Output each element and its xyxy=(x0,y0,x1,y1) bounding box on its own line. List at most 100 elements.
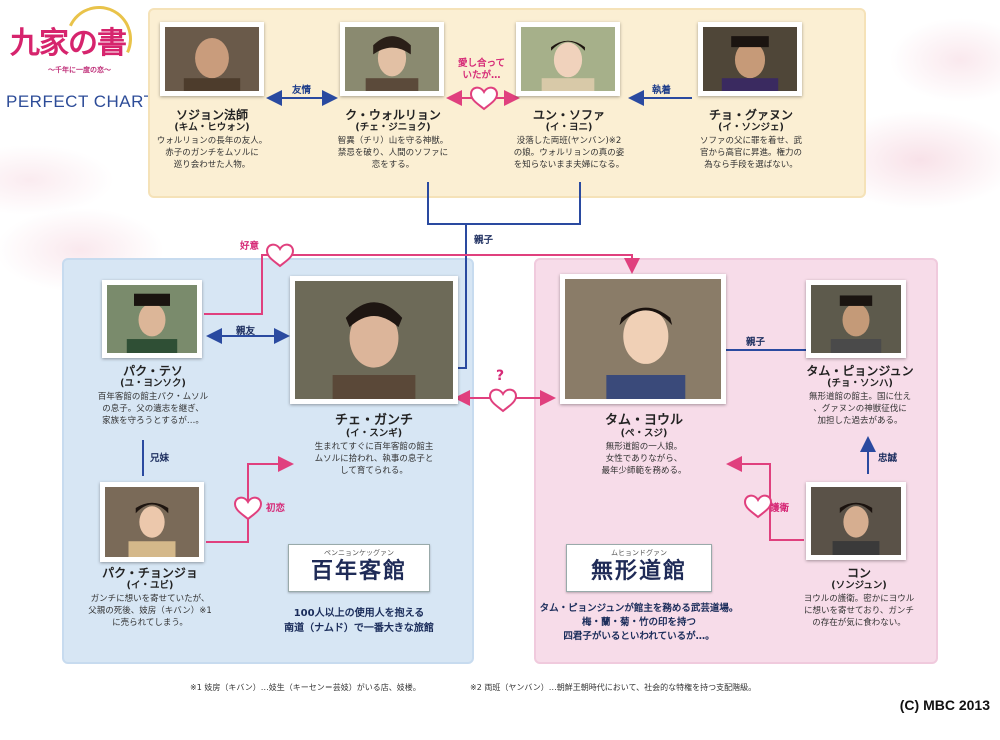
desc-line: 南道（ナムド）で一番大きな旅館 xyxy=(284,623,434,634)
relation-love-line2: いたが… xyxy=(462,70,501,81)
desc-line: 生まれてすぐに百年客館の館主 xyxy=(314,442,434,452)
photo-taeseo xyxy=(102,280,202,358)
photo-yeoul xyxy=(560,274,726,404)
desc-line: ムソルに拾われ、執事の息子と xyxy=(314,454,434,464)
person-desc: 生まれてすぐに百年客館の館主 ムソルに拾われ、執事の息子と して育てられる。 xyxy=(282,441,466,477)
photo-gwanung xyxy=(698,22,802,96)
person-name: タム・ヨウル xyxy=(604,413,683,428)
person-name: ク・ウォルリョン xyxy=(345,108,441,122)
logo-title: 九家の書 xyxy=(10,26,127,61)
desc-line: 百年客館の館主パク・ムソル xyxy=(97,392,209,402)
person-actor: (ペ・スジ) xyxy=(620,428,668,439)
person-desc: 智異（チリ）山を守る神獣。 禁忌を破り、人間のソファに 恋をする。 xyxy=(326,135,460,171)
desc-line: に売られてしまう。 xyxy=(112,618,188,628)
person-actor: (イ・ユビ) xyxy=(126,580,174,591)
relation-fondness: 好意 xyxy=(240,241,260,252)
sign-dojo: ムヒョンドグァン 無形道館 xyxy=(566,544,712,592)
relation-loyalty: 忠誠 xyxy=(878,453,898,464)
photo-wolryeong xyxy=(340,22,444,96)
person-actor: (イ・スンギ) xyxy=(345,428,403,439)
person-cheongjo: パク・チョンジョ (イ・ユビ) ガンチに想いを寄せていたが、 父親の死後、妓房（… xyxy=(70,566,230,629)
desc-line: 家族を守ろうとするが…。 xyxy=(102,416,204,426)
person-name: チョ・グァヌン xyxy=(708,108,793,122)
person-gangchi: チェ・ガンチ (イ・スンギ) 生まれてすぐに百年客館の館主 ムソルに拾われ、執事… xyxy=(282,414,466,477)
person-name: チェ・ガンチ xyxy=(334,413,413,428)
heart-icon-first-love xyxy=(233,496,263,521)
relation-parent-child-right: 親子 xyxy=(746,337,766,348)
person-desc: ソファの父に罪を着せ、武 官から高官に昇進。権力の 為なら手段を選ばない。 xyxy=(684,135,818,171)
person-name: タム・ピョンジュン xyxy=(806,364,914,378)
line-fondness xyxy=(204,254,640,315)
person-pyeongjun: タム・ピョンジュン (チョ・ソンハ) 無形道館の館主。国に仕え 、グァヌンの神獣… xyxy=(790,364,930,427)
desc-line: 四君子がいるといわれているが…。 xyxy=(563,631,715,642)
relation-friend: 友情 xyxy=(292,85,312,96)
person-actor: (チョ・ソンハ) xyxy=(827,378,893,389)
desc-line: 最年少師範を務める。 xyxy=(601,466,687,476)
logo-subtitle: 〜千年に一度の恋〜 xyxy=(48,66,111,74)
person-actor: (ユ・ヨンソク) xyxy=(120,378,186,389)
desc-line: 禁忌を破り、人間のソファに xyxy=(337,148,449,158)
desc-line: 智異（チリ）山を守る神獣。 xyxy=(337,136,449,146)
person-actor: (チェ・ジニョク) xyxy=(355,122,431,133)
person-actor: (キム・ヒウォン) xyxy=(174,122,250,133)
heart-icon-fondness xyxy=(265,243,295,268)
relation-escort: 護衛 xyxy=(770,503,790,514)
desc-line: タム・ピョンジュンが館主を務める武芸道場。 xyxy=(539,603,739,614)
person-wolryeong: ク・ウォルリョン (チェ・ジニョク) 智異（チリ）山を守る神獣。 禁忌を破り、人… xyxy=(326,108,460,171)
relation-love-top: 愛し合って いたが… xyxy=(458,58,505,82)
desc-line: ガンチに想いを寄せていたが、 xyxy=(90,594,210,604)
heart-icon-love xyxy=(469,86,499,111)
relation-first-love: 初恋 xyxy=(266,503,286,514)
desc-line: 無形道館の一人娘。 xyxy=(605,442,683,452)
place-desc-dojo: タム・ピョンジュンが館主を務める武芸道場。 梅・蘭・菊・竹の印を持つ 四君子がい… xyxy=(532,602,746,644)
heart-icon-question xyxy=(488,388,518,413)
person-desc: 無形道館の一人娘。 女性でありながら、 最年少師範を務める。 xyxy=(560,441,728,477)
person-desc: 百年客館の館主パク・ムソル の息子。父の遺志を継ぎ、 家族を守ろうとするが…。 xyxy=(82,391,224,427)
desc-line: 、グァヌンの神獣征伐に xyxy=(813,404,907,414)
sign-name: 百年客館 xyxy=(310,558,407,584)
desc-line: 恋をする。 xyxy=(371,160,415,170)
footnote-1: ※1 妓房（キバン）…妓生（キーセン＝芸妓）がいる店、妓楼。 xyxy=(190,683,421,692)
desc-line: の娘。ウォルリョンの真の姿 xyxy=(513,148,625,158)
footnote-2: ※2 両班（ヤンバン）…朝鮮王朝時代において、社会的な特権を持つ支配階級。 xyxy=(470,683,757,692)
person-gon: コン (ソンジュン) ヨウルの護衛。密かにヨウル に想いを寄せており、ガンチ の… xyxy=(786,566,932,629)
sign-ruby: ムヒョンドグァン xyxy=(611,549,667,557)
person-desc: ヨウルの護衛。密かにヨウル に想いを寄せており、ガンチ の存在が気に食わない。 xyxy=(786,593,932,629)
chart-label: PERFECT CHART xyxy=(6,92,155,111)
relation-parent-child: 親子 xyxy=(474,235,494,246)
relation-siblings: 兄妹 xyxy=(150,453,170,464)
desc-line: の息子。父の遺志を継ぎ、 xyxy=(102,404,204,414)
person-taeseo: パク・テソ (ユ・ヨンソク) 百年客館の館主パク・ムソル の息子。父の遺志を継ぎ… xyxy=(82,364,224,427)
sign-name: 無形道館 xyxy=(590,558,687,584)
desc-line: 父親の死後、妓房（キバン）※1 xyxy=(88,606,212,616)
photo-gon xyxy=(806,482,906,560)
desc-line: 官から高官に昇進。権力の xyxy=(699,148,802,158)
heart-icon-escort xyxy=(743,494,773,519)
person-desc: 没落した両班(ヤンバン)※2 の娘。ウォルリョンの真の姿 を知らないまま夫婦にな… xyxy=(502,135,636,171)
sign-inn: ペンニョンケッグァン 百年客館 xyxy=(288,544,430,592)
relation-obsession: 執着 xyxy=(652,85,672,96)
person-gwanung: チョ・グァヌン (イ・ソンジェ) ソファの父に罪を着せ、武 官から高官に昇進。権… xyxy=(684,108,818,171)
photo-cheongjo xyxy=(100,482,204,562)
photo-sojin xyxy=(160,22,264,96)
photo-sohwa xyxy=(516,22,620,96)
copyright: (C) MBC 2013 xyxy=(899,697,990,713)
desc-line: ソファの父に罪を着せ、武 xyxy=(699,136,802,146)
relation-best-friend: 親友 xyxy=(236,326,256,337)
desc-line: 女性でありながら、 xyxy=(605,454,683,464)
photo-gangchi xyxy=(290,276,458,404)
desc-line: ヨウルの護衛。密かにヨウル xyxy=(803,594,915,604)
desc-line: ウォルリョンの長年の友人。 xyxy=(156,136,268,146)
person-actor: (イ・ソンジェ) xyxy=(718,122,784,133)
person-name: パク・チョンジョ xyxy=(102,566,198,580)
person-yeoul: タム・ヨウル (ペ・スジ) 無形道館の一人娘。 女性でありながら、 最年少師範を… xyxy=(560,414,728,477)
desc-line: の存在が気に食わない。 xyxy=(812,618,906,628)
person-actor: (イ・ヨニ) xyxy=(545,122,593,133)
person-sohwa: ユン・ソファ (イ・ヨニ) 没落した両班(ヤンバン)※2 の娘。ウォルリョンの真… xyxy=(502,108,636,171)
line-parent-child xyxy=(427,182,581,225)
desc-line: 為なら手段を選ばない。 xyxy=(704,160,798,170)
desc-line: 梅・蘭・菊・竹の印を持つ xyxy=(581,617,696,628)
desc-line: 巡り会わせた人物。 xyxy=(173,160,251,170)
desc-line: して育てられる。 xyxy=(340,466,408,476)
person-name: パク・テソ xyxy=(123,364,183,378)
